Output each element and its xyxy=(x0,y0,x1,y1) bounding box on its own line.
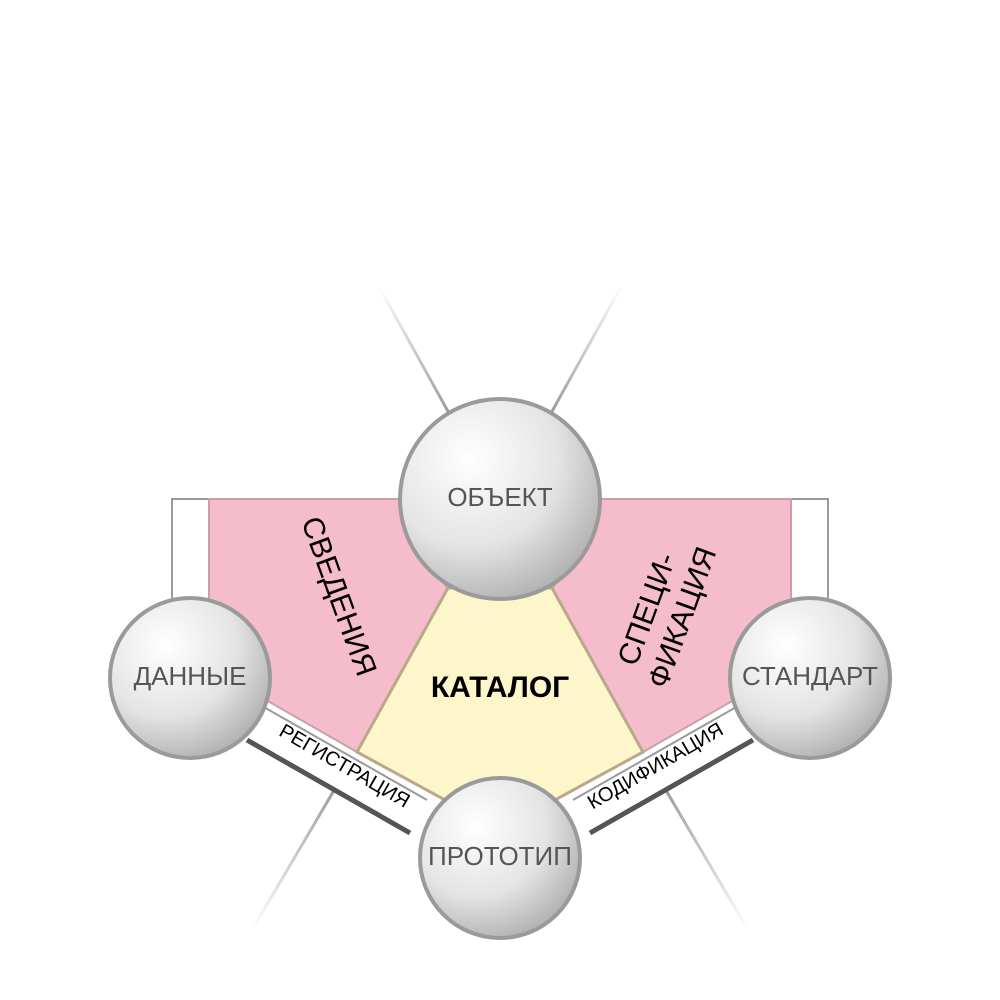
guide-line-top-right xyxy=(548,284,624,416)
guide-line-bottom-left xyxy=(250,786,338,931)
node-prototype-label: ПРОТОТИП xyxy=(428,841,572,871)
node-data[interactable]: ДАННЫЕ xyxy=(108,596,272,760)
node-prototype[interactable]: ПРОТОТИП xyxy=(418,776,582,940)
node-object-label: ОБЪЕКТ xyxy=(447,482,552,512)
band-right-vertical xyxy=(790,498,829,610)
center-label: КАТАЛОГ xyxy=(431,671,569,704)
node-object[interactable]: ОБЪЕКТ xyxy=(398,397,602,601)
guide-line-bottom-right xyxy=(662,786,750,931)
band-right-diagonal xyxy=(572,705,755,836)
guide-lines xyxy=(100,284,900,931)
node-standard-label: СТАНДАРТ xyxy=(742,661,878,691)
band-left-diagonal xyxy=(245,705,428,836)
guide-line-top-left xyxy=(376,284,452,416)
node-standard[interactable]: СТАНДАРТ xyxy=(728,596,892,760)
band-left-vertical xyxy=(171,498,210,610)
node-data-label: ДАННЫЕ xyxy=(134,661,247,691)
